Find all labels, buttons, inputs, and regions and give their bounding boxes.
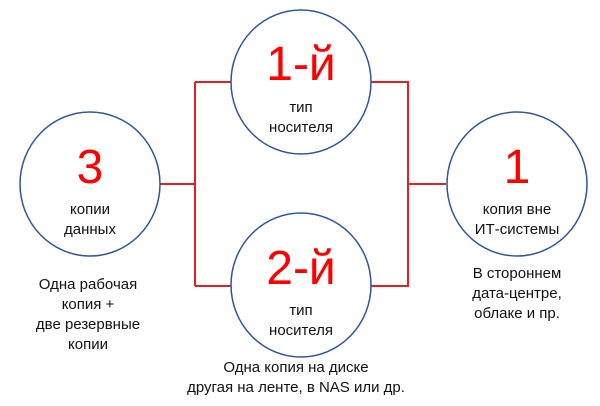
caption-line: копии [68,336,108,353]
node-number: 1-й [266,38,336,91]
node-label: копия вне [483,201,551,218]
node-media-2: 2-й тип носителя [230,212,372,358]
node-label: носителя [269,119,333,136]
node-label: носителя [269,322,333,339]
node-label: ИТ-системы [475,221,559,238]
node-offsite: 1 копия вне ИТ-системы [446,111,588,257]
caption-line: Одна рабочая [39,276,137,293]
node-label: данных [64,221,116,238]
caption-line: В стороннем [473,265,562,282]
connector-left [160,81,231,287]
node-number: 3 [77,141,104,194]
circle [19,111,161,257]
node-label: копии [70,201,110,218]
node-copies: 3 копии данных [19,111,161,257]
caption-copies: Одна рабочая копия + две резервные копии [36,276,140,353]
caption-line: Одна копия на диске [223,359,368,376]
caption-line: облаке и пр. [474,305,560,322]
circle [230,212,372,358]
caption-line: дата-центре, [472,285,562,302]
node-number: 2-й [266,242,336,295]
circle [446,111,588,257]
node-number: 1 [504,141,531,194]
node-media-1: 1-й тип носителя [230,9,372,155]
node-label: тип [289,302,312,319]
caption-line: копия + [62,296,115,313]
caption-media: Одна копия на диске другая на ленте, в N… [187,359,405,396]
connectors [160,81,446,287]
node-label: тип [289,99,312,116]
caption-line: две резервные [36,316,140,333]
circle [230,9,372,155]
caption-offsite: В стороннем дата-центре, облаке и пр. [472,265,562,322]
connector-right [371,81,446,287]
caption-line: другая на ленте, в NAS или др. [187,379,405,396]
